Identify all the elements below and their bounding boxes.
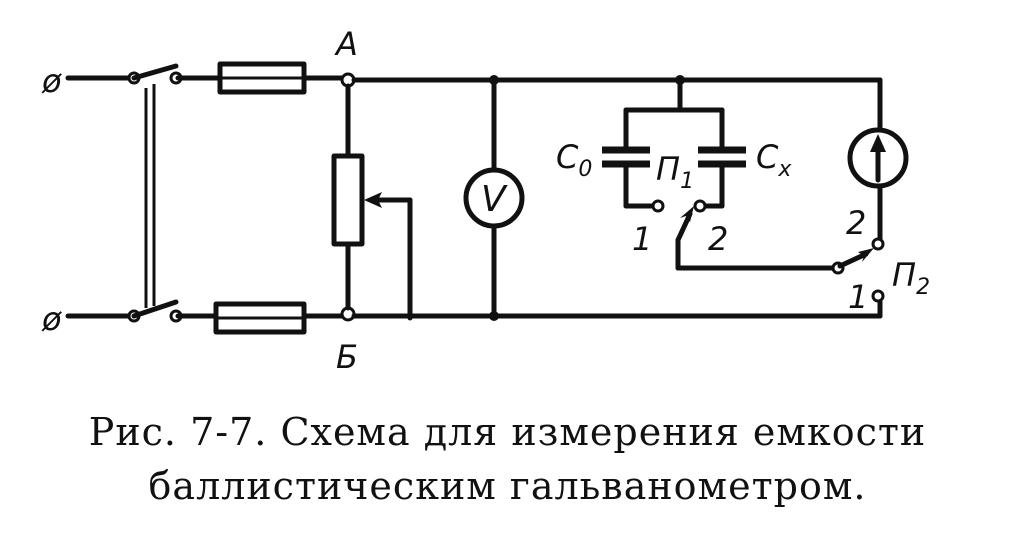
circuit-diagram: ø ø А Б V: [41, 25, 930, 376]
switch1-contact-1: [651, 199, 665, 213]
switch2-contact-1: [871, 289, 885, 303]
voltmeter-label: V: [481, 179, 508, 220]
input-terminal-top: ø: [41, 62, 62, 100]
switch-p2-pos1: 1: [848, 278, 868, 316]
figure-caption: Рис. 7-7. Схема для измерения емкости ба…: [0, 405, 1015, 513]
caption-line-1: Рис. 7-7. Схема для измерения емкости: [88, 410, 927, 454]
switch-p1-pos1: 1: [632, 220, 652, 258]
potentiometer-slider: [364, 192, 413, 321]
cap-cx-label: Cx: [756, 138, 792, 182]
double-pole-switch: [127, 63, 183, 323]
switch-p1: [675, 206, 694, 271]
cap-c0-label: C0: [556, 138, 592, 182]
switch-p1-label: П1: [656, 150, 694, 194]
node-b-label: Б: [336, 338, 358, 376]
potentiometer: [331, 153, 365, 247]
galvanometer-arrow-icon: [870, 134, 886, 183]
input-terminal-bottom: ø: [41, 300, 62, 338]
switch1-contact-2: [693, 199, 707, 213]
node-a-label: А: [334, 25, 358, 63]
switch2-contact-2: [871, 237, 885, 251]
switch-p1-pos2: 2: [708, 220, 728, 258]
switch-p2-pos2: 2: [846, 204, 866, 242]
switch-p2-label: П2: [892, 256, 930, 300]
caption-line-2: баллистическим гальванометром.: [148, 464, 867, 508]
switch-p2: [837, 248, 874, 269]
